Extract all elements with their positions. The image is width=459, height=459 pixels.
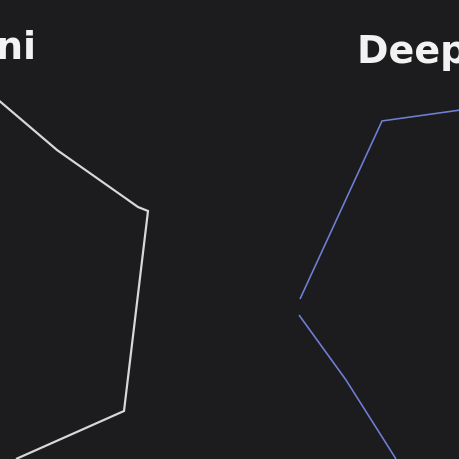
right-panel-caption: Deep xyxy=(357,28,459,72)
left-polygon-outline xyxy=(0,99,150,459)
right-polygon-outline xyxy=(299,109,459,300)
left-panel-caption: ni xyxy=(0,24,37,68)
right-polygon-outline-lower xyxy=(298,314,397,459)
